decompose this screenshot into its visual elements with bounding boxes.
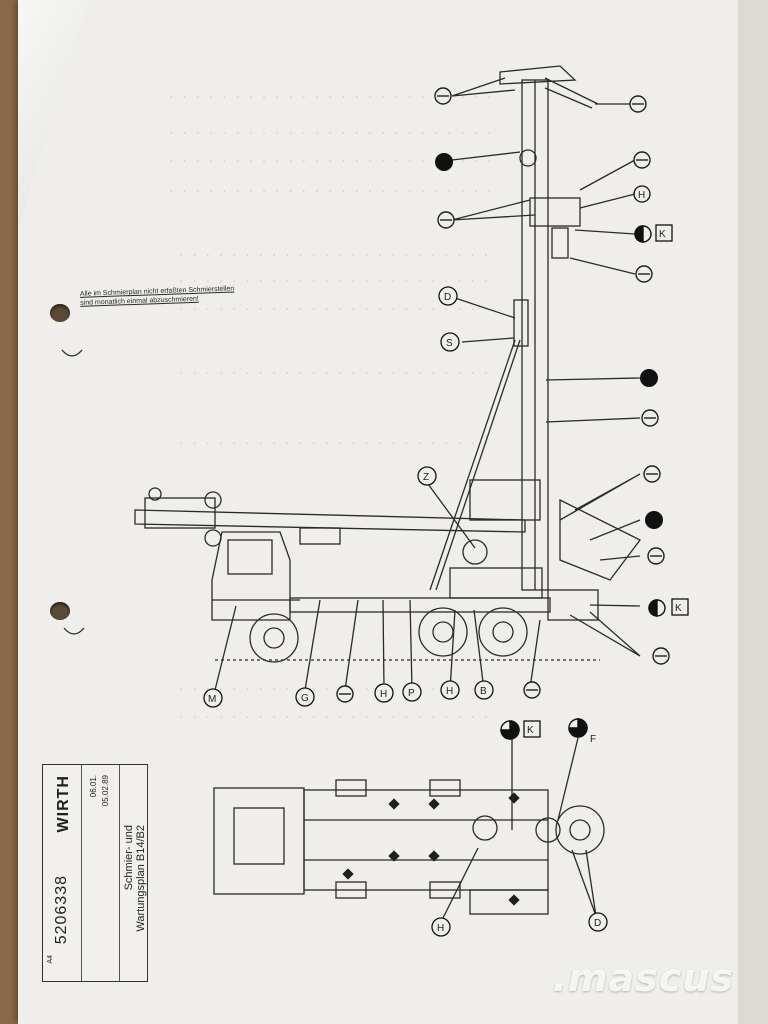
title-block: WIRTH 5206338 06.01. 05.02.89 Schmier- u… — [42, 764, 148, 982]
oil-symbols — [435, 153, 663, 529]
cab-top-view — [213, 787, 305, 895]
document-sheet: . . . . . . . . . . . . . . . . . . . . … — [18, 0, 760, 1024]
grease-point-symbol — [652, 647, 670, 665]
label-k: K — [675, 603, 682, 614]
plan-title-line-1: Schmier- und — [123, 825, 135, 891]
mast-base — [469, 479, 541, 521]
rotary-top-view — [555, 805, 605, 855]
label-h: H — [437, 923, 444, 934]
label-m: M — [208, 694, 216, 705]
swivel — [519, 149, 537, 167]
engine-block — [449, 567, 543, 599]
grease-point-symbol — [437, 211, 455, 229]
binder-hole-bottom — [50, 602, 70, 620]
show-through-text: . . . . . . . . . . . . . . . . . . . . … — [178, 364, 490, 377]
show-through-text: . . . . . . . . . . . . . . . . . . . . … — [178, 246, 490, 259]
truck-cab — [211, 531, 291, 621]
oil-check-symbol — [500, 720, 520, 740]
show-through-text: . . . . . . . . . . . . . . . . . . . . … — [178, 272, 490, 285]
grease-point-symbol — [633, 151, 651, 169]
hole-mark — [61, 349, 83, 357]
rotary-head — [529, 197, 581, 227]
grease-point-symbol — [336, 685, 354, 703]
label-d: D — [444, 292, 451, 303]
label-k: K — [527, 725, 534, 736]
oil-check-symbols — [500, 225, 666, 740]
front-wheel — [249, 613, 299, 663]
oil-point-symbol — [640, 369, 658, 387]
grease-point-symbol — [635, 265, 653, 283]
label-d: D — [594, 918, 601, 929]
grease-point-symbol — [641, 409, 659, 427]
label-p: P — [408, 688, 415, 699]
k-box — [655, 224, 673, 242]
oil-check-symbol — [568, 718, 588, 738]
hydraulic-strut — [429, 339, 516, 591]
k-box — [523, 720, 541, 738]
adjacent-page-edge — [738, 0, 768, 1024]
show-through-text: . . . . . . . . . . . . . . . . . . . . … — [178, 434, 490, 447]
show-through-text: . . . . . . . . . . . . . . . . . . . . … — [178, 708, 490, 721]
binder-hole-top — [50, 304, 70, 322]
mascus-watermark: .mascus — [552, 956, 734, 1000]
chassis-frame — [289, 597, 551, 613]
show-through-text: . . . . . . . . . . . . . . . . . . . . … — [168, 124, 493, 137]
label-z: Z — [423, 472, 429, 483]
grease-point-symbol — [647, 547, 665, 565]
oil-check-symbol — [648, 599, 666, 617]
grease-point-symbol — [434, 87, 452, 105]
plan-title-line-2: Wartungsplan B14/B2 — [135, 825, 147, 932]
pump — [462, 539, 488, 565]
grease-point-symbol — [523, 681, 541, 699]
grease-point-symbol — [629, 95, 647, 113]
label-h: H — [638, 190, 645, 201]
mast-head — [499, 65, 577, 85]
show-through-text: . . . . . . . . . . . . . . . . . . . . … — [178, 300, 490, 313]
rear-wheel-1 — [418, 607, 468, 657]
drawing-number: 5206338 — [53, 875, 70, 945]
cab-window — [227, 539, 273, 575]
boom — [134, 509, 526, 533]
date-entry: 05.02.89 — [101, 775, 110, 807]
show-through-text: . . . . . . . . . . . . . . . . . . . . … — [168, 182, 493, 195]
label-k: K — [659, 229, 666, 240]
oil-check-symbol — [634, 225, 652, 243]
grease-point-symbol — [643, 465, 661, 483]
oil-point-symbol — [435, 153, 453, 171]
label-s: S — [446, 338, 453, 349]
label-h: H — [380, 689, 387, 700]
label-b: B — [480, 686, 487, 697]
show-through-text: . . . . . . . . . . . . . . . . . . . . … — [168, 88, 493, 101]
paper-format: A4 — [47, 955, 54, 964]
label-f: F — [590, 734, 596, 745]
k-box — [671, 598, 689, 616]
rear-wheel-2 — [478, 607, 528, 657]
show-through-text: . . . . . . . . . . . . . . . . . . . . … — [168, 152, 493, 165]
winch-block — [513, 299, 529, 347]
oil-point-symbol — [645, 511, 663, 529]
label-g: G — [301, 693, 309, 704]
date-entry: 06.01. — [89, 775, 98, 798]
hole-mark — [63, 627, 85, 635]
company-name: WIRTH — [55, 775, 72, 833]
label-h: H — [446, 686, 453, 697]
rear-outrigger — [559, 498, 641, 581]
chassis-top-view — [303, 789, 549, 891]
